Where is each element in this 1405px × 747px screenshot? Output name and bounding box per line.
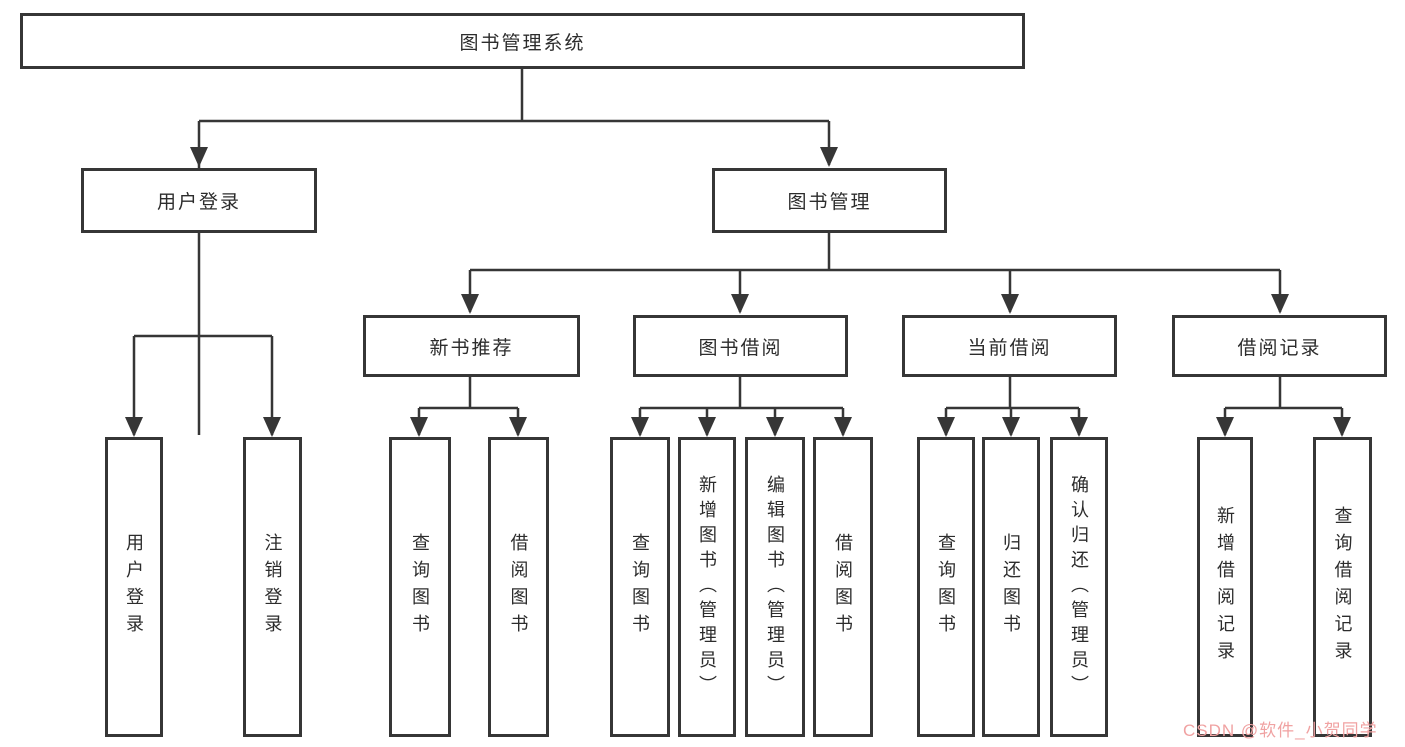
node-user-login: 用户登录: [81, 168, 317, 233]
node-new-book-recommend: 新书推荐: [363, 315, 580, 377]
leaf-borrow-query-books: 查询图书: [610, 437, 670, 737]
leaf-borrow-borrow-books: 借阅图书: [813, 437, 873, 737]
leaf-borrow-edit-books-admin: 编辑图书（管理员）: [745, 437, 805, 737]
tree-edges: [132, 69, 1344, 435]
node-borrow-records: 借阅记录: [1172, 315, 1387, 377]
leaf-current-query-books: 查询图书: [917, 437, 975, 737]
arrowheads: [125, 147, 1351, 437]
leaf-recommend-borrow-books: 借阅图书: [488, 437, 549, 737]
leaf-records-query-record: 查询借阅记录: [1313, 437, 1372, 737]
leaf-records-add-record: 新增借阅记录: [1197, 437, 1253, 737]
leaf-current-return-books: 归还图书: [982, 437, 1040, 737]
leaf-user-login: 用户登录: [105, 437, 163, 737]
leaf-borrow-add-books-admin: 新增图书（管理员）: [678, 437, 736, 737]
csdn-watermark: CSDN @软件_小贺同学: [1183, 721, 1378, 740]
leaf-logout-login: 注销登录: [243, 437, 302, 737]
node-root: 图书管理系统: [20, 13, 1025, 69]
node-book-borrow: 图书借阅: [633, 315, 848, 377]
leaf-recommend-query-books: 查询图书: [389, 437, 451, 737]
node-current-borrow: 当前借阅: [902, 315, 1117, 377]
node-book-management: 图书管理: [712, 168, 947, 233]
leaf-current-confirm-return-admin: 确认归还（管理员）: [1050, 437, 1108, 737]
